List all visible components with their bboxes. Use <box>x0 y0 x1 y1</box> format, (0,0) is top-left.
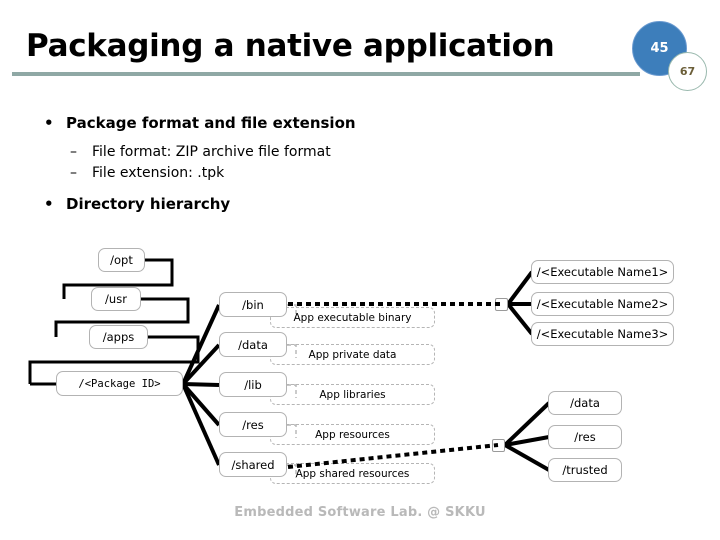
bullet-level2-file-extension: – File extension: .tpk <box>70 165 225 181</box>
node-dir-lib[interactable]: /lib <box>219 372 287 397</box>
title-underline-rule <box>12 72 640 76</box>
bullet-text: Package format and file extension <box>66 114 356 132</box>
node-shared-res[interactable]: /res <box>548 425 622 449</box>
bullet-marker: – <box>70 165 77 181</box>
bullet-level2-file-format: – File format: ZIP archive file format <box>70 144 331 160</box>
node-path-package-id[interactable]: /<Package ID> <box>56 371 183 396</box>
node-executable-name2[interactable]: /<Executable Name2> <box>531 292 674 316</box>
bullet-marker: – <box>70 144 77 160</box>
bullet-marker: • <box>44 195 54 213</box>
bullet-level1-directory-hierarchy: • Directory hierarchy <box>44 195 231 213</box>
node-shared-data[interactable]: /data <box>548 391 622 415</box>
bullet-level1-package-format: • Package format and file extension <box>44 114 356 132</box>
slide-footer: Embedded Software Lab. @ SKKU <box>234 505 486 520</box>
node-path-usr[interactable]: /usr <box>91 287 141 311</box>
bullet-text: File format: ZIP archive file format <box>92 144 331 160</box>
slide-number-badge-secondary: 67 <box>668 52 707 91</box>
callout-bin-description: App executable binary <box>270 307 435 328</box>
node-shared-trusted[interactable]: /trusted <box>548 458 622 482</box>
node-dir-shared[interactable]: /shared <box>219 452 287 477</box>
node-dir-bin[interactable]: /bin <box>219 292 287 317</box>
connector-node-shared <box>492 439 505 452</box>
node-executable-name1[interactable]: /<Executable Name1> <box>531 260 674 284</box>
node-path-apps[interactable]: /apps <box>89 325 148 349</box>
node-dir-res[interactable]: /res <box>219 412 287 437</box>
bullet-text: Directory hierarchy <box>66 195 231 213</box>
node-path-opt[interactable]: /opt <box>98 248 145 272</box>
page-title: Packaging a native application <box>26 28 555 64</box>
node-executable-name3[interactable]: /<Executable Name3> <box>531 322 674 346</box>
bullet-marker: • <box>44 114 54 132</box>
bullet-text: File extension: .tpk <box>92 165 225 181</box>
node-dir-data[interactable]: /data <box>219 332 287 357</box>
